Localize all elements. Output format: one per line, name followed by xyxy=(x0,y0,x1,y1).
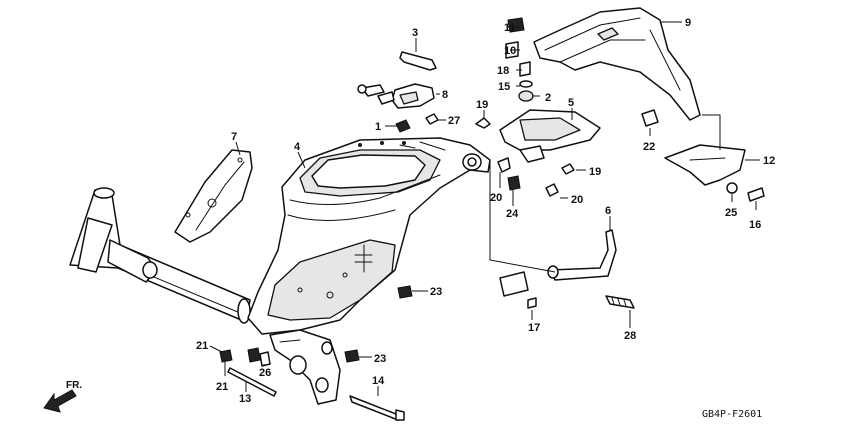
callout-28: 28 xyxy=(624,330,636,342)
rear-hardware xyxy=(641,109,765,202)
callout-4: 4 xyxy=(294,141,301,153)
callout-18: 18 xyxy=(497,65,509,77)
callout-19b: 19 xyxy=(589,166,601,178)
callout-27: 27 xyxy=(448,115,460,127)
body-cover xyxy=(247,137,491,335)
reflector-plate xyxy=(499,271,537,309)
drawing-code: GB4P-F2601 xyxy=(702,409,762,420)
main-frame xyxy=(69,187,251,324)
bolt-19a xyxy=(475,117,491,129)
screw-20b xyxy=(545,183,559,197)
front-direction-arrow: FR. xyxy=(43,380,82,413)
callout-21a: 21 xyxy=(196,340,208,352)
callout-21b: 21 xyxy=(216,381,228,393)
callout-5: 5 xyxy=(568,97,574,109)
leader-lines xyxy=(209,21,760,396)
callout-2: 2 xyxy=(545,92,551,104)
washer-25 xyxy=(726,182,738,194)
hardware xyxy=(395,17,575,197)
callout-23a: 23 xyxy=(430,286,442,298)
bolt-19b xyxy=(561,163,575,175)
callout-15: 15 xyxy=(498,81,510,93)
nuts-23 xyxy=(344,285,413,363)
clip-11 xyxy=(507,17,525,33)
callout-25: 25 xyxy=(725,207,737,219)
callout-20a: 20 xyxy=(490,192,502,204)
lower-bracket xyxy=(269,329,341,405)
callout-23b: 23 xyxy=(374,353,386,365)
bolt-18 xyxy=(519,61,531,77)
callout-14: 14 xyxy=(372,375,385,387)
nut-21b xyxy=(247,347,261,363)
callout-19a: 19 xyxy=(476,99,488,111)
bolt-14 xyxy=(349,395,399,421)
stay-rod xyxy=(547,229,617,281)
bolt-13 xyxy=(227,367,277,397)
callout-24: 24 xyxy=(506,208,519,220)
callout-numbers: 1 2 3 4 5 6 7 8 9 10 11 12 13 14 15 16 1… xyxy=(196,17,775,405)
bolt-16 xyxy=(747,187,765,202)
bracket-plate xyxy=(174,149,253,243)
head-pipe-top xyxy=(93,187,115,199)
seat-lock xyxy=(357,83,435,109)
callout-17: 17 xyxy=(528,322,540,334)
clip xyxy=(399,51,437,71)
callout-9: 9 xyxy=(685,17,691,29)
callout-8: 8 xyxy=(442,89,448,101)
callout-10: 10 xyxy=(504,45,516,57)
direction-label: FR. xyxy=(66,380,82,391)
grommet-2 xyxy=(518,90,534,102)
callout-22: 22 xyxy=(643,141,655,153)
callout-26: 26 xyxy=(259,367,271,379)
nut-21a xyxy=(219,349,233,363)
bolt-27 xyxy=(425,113,439,125)
bolt-28 xyxy=(605,295,635,309)
rear-fender xyxy=(533,7,701,121)
callout-6: 6 xyxy=(605,205,611,217)
rear-bracket xyxy=(499,109,601,163)
nut-24 xyxy=(507,175,521,191)
lower-bolts xyxy=(219,347,405,421)
callout-11: 11 xyxy=(504,22,516,34)
mud-guard xyxy=(664,144,746,186)
washer-15 xyxy=(519,80,533,88)
callout-12: 12 xyxy=(763,155,775,167)
callout-1: 1 xyxy=(375,121,381,133)
nut-22 xyxy=(641,109,659,127)
collar-26 xyxy=(259,351,271,367)
callout-13: 13 xyxy=(239,393,251,405)
callout-16: 16 xyxy=(749,219,761,231)
clip-20a xyxy=(497,157,511,173)
callout-7: 7 xyxy=(231,131,237,143)
nut-1 xyxy=(395,119,411,133)
callout-3: 3 xyxy=(412,27,418,39)
callout-20b: 20 xyxy=(571,194,583,206)
